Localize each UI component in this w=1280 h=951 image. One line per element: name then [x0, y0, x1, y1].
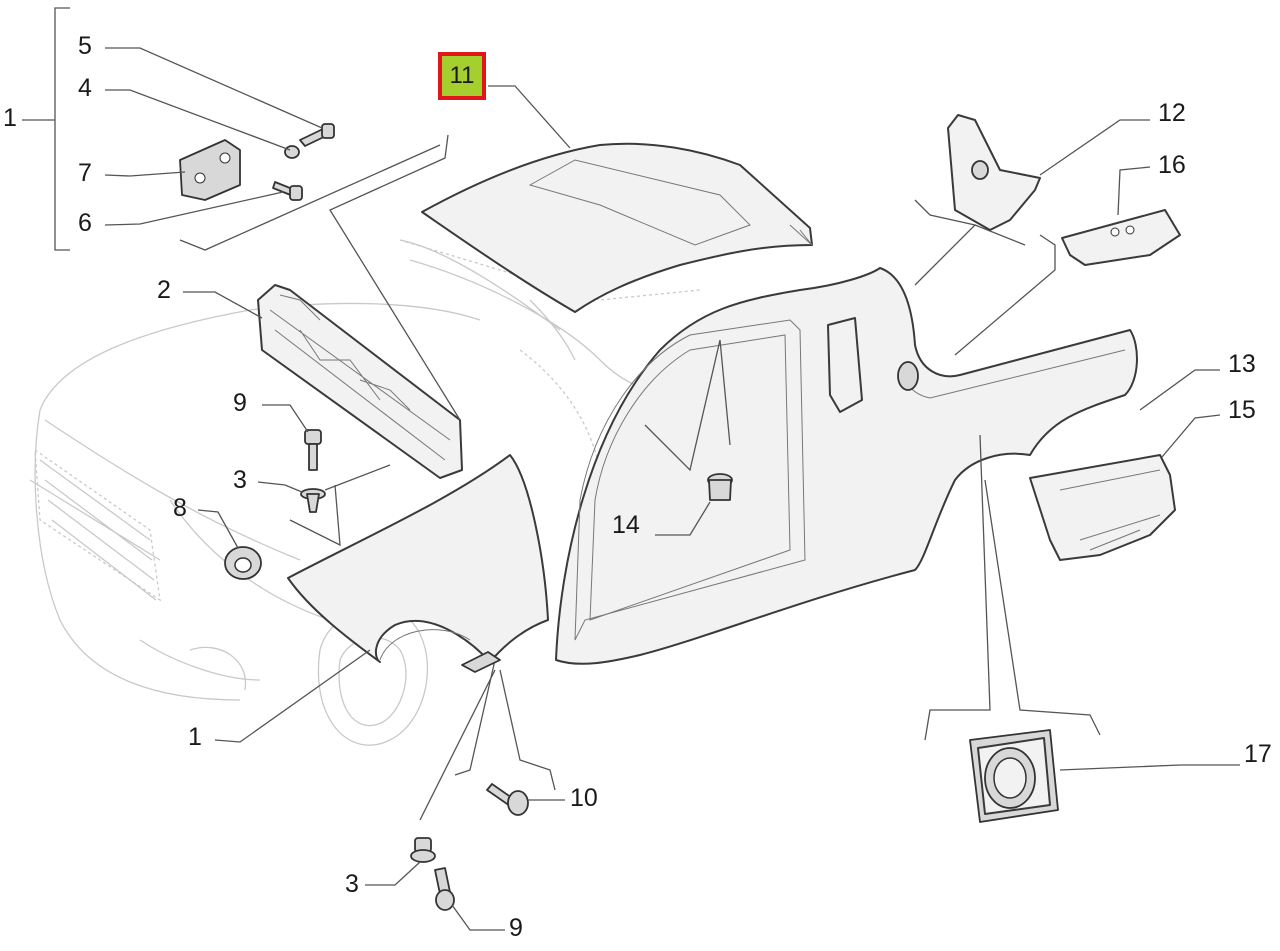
grommet-8-part[interactable] — [224, 546, 262, 580]
front-fender-part[interactable] — [287, 454, 549, 663]
part-label-16[interactable]: 16 — [1158, 151, 1186, 179]
bolt-5-part[interactable] — [299, 123, 335, 147]
part-label-3-upper[interactable]: 3 — [233, 466, 247, 494]
leader-lines-top-left — [104, 47, 441, 251]
leader-3-lower — [365, 861, 421, 886]
part-label-6[interactable]: 6 — [78, 209, 92, 237]
part-label-14[interactable]: 14 — [612, 511, 640, 539]
bolt-9-lower-part[interactable] — [434, 867, 455, 911]
part-label-1-bottom[interactable]: 1 — [188, 723, 202, 751]
bolt-9-upper-part[interactable] — [304, 429, 322, 471]
leader-13 — [1139, 369, 1220, 411]
part-label-5[interactable]: 5 — [78, 32, 92, 60]
washer-4-part[interactable] — [284, 145, 300, 159]
liner-15-part[interactable] — [1029, 454, 1176, 561]
leader-lines-side — [644, 199, 1101, 741]
trim-12-part[interactable] — [947, 114, 1041, 231]
bolt-10-part[interactable] — [486, 783, 529, 816]
group-bracket-1 — [22, 7, 70, 251]
leader-11 — [488, 85, 571, 149]
leader-9-lower — [451, 904, 505, 931]
part-label-3-lower[interactable]: 3 — [345, 870, 359, 898]
leader-15 — [1161, 414, 1221, 458]
clip-3-upper-part[interactable] — [300, 488, 326, 513]
part-label-10[interactable]: 10 — [570, 784, 598, 812]
part-label-17[interactable]: 17 — [1244, 740, 1272, 768]
leader-3-upper — [257, 481, 303, 493]
part-label-1-top[interactable]: 1 — [3, 104, 17, 132]
leader-16 — [1117, 166, 1151, 216]
clip-3-lower-part[interactable] — [410, 837, 436, 863]
leader-1-bottom — [214, 649, 371, 743]
leader-9-upper — [262, 404, 309, 433]
leader-2 — [183, 291, 263, 319]
leader-lines-fender-bottom — [419, 651, 556, 821]
highlighted-part-label-11[interactable]: 11 — [438, 52, 486, 100]
leader-8 — [197, 509, 239, 549]
fuel-filler-17-part[interactable] — [969, 729, 1059, 823]
leader-3-upper-b — [289, 464, 391, 547]
part-label-9-upper[interactable]: 9 — [233, 389, 247, 417]
part-label-7[interactable]: 7 — [78, 159, 92, 187]
cowl-panel-part[interactable] — [257, 284, 463, 479]
roof-panel-part[interactable] — [421, 142, 813, 313]
leader-12 — [1039, 119, 1150, 176]
trim-16-part[interactable] — [1061, 209, 1181, 266]
leader-11-b — [329, 134, 461, 421]
part-label-4[interactable]: 4 — [78, 74, 92, 102]
part-label-8[interactable]: 8 — [173, 494, 187, 522]
plug-14-part[interactable] — [707, 473, 733, 501]
part-label-15[interactable]: 15 — [1228, 396, 1256, 424]
part-label-12[interactable]: 12 — [1158, 99, 1186, 127]
leader-14 — [655, 501, 711, 536]
part-label-13[interactable]: 13 — [1228, 350, 1256, 378]
side-body-panel-part[interactable] — [555, 267, 1138, 665]
leader-17 — [1059, 764, 1240, 771]
hinge-bracket-part[interactable] — [179, 139, 241, 201]
bolt-6-part[interactable] — [272, 181, 303, 201]
part-label-9-lower[interactable]: 9 — [509, 914, 523, 942]
part-label-2[interactable]: 2 — [157, 276, 171, 304]
